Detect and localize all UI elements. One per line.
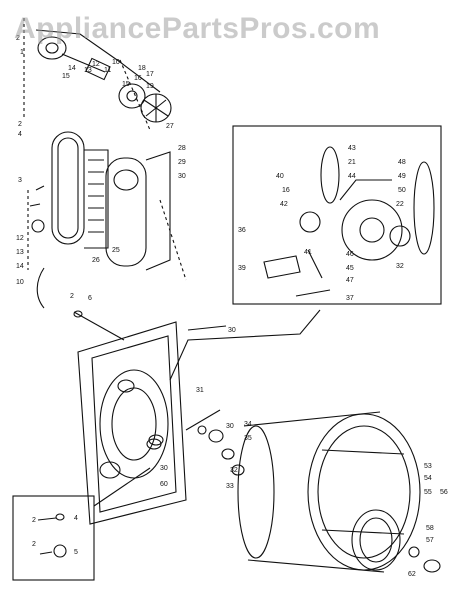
part-label: 36 <box>238 227 246 234</box>
part-label: 11 <box>104 67 111 74</box>
part-label: 16 <box>282 187 290 194</box>
inset-idler-group <box>263 146 435 297</box>
part-labels: 2 1 15 14 13 12 11 10 15 16 17 18 19 27 … <box>16 35 448 578</box>
leader-lines <box>23 18 187 281</box>
part-label: 2 <box>32 541 36 548</box>
part-label: 18 <box>138 65 146 72</box>
part-label: 30 <box>226 423 234 430</box>
inset-frame <box>232 125 442 305</box>
part-label: 14 <box>16 263 24 270</box>
lower-inset-leader <box>93 467 151 507</box>
part-label: 1 <box>20 49 24 56</box>
part-label: 30 <box>178 173 186 180</box>
part-label: 13 <box>84 67 92 74</box>
part-label: 22 <box>396 201 404 208</box>
part-label: 2 <box>32 517 36 524</box>
part-label: 12 <box>16 235 24 242</box>
part-label: 3 <box>18 177 22 184</box>
part-label: 28 <box>178 145 186 152</box>
bolt-part <box>73 310 125 341</box>
part-label: 32 <box>396 263 404 270</box>
part-label: 42 <box>280 201 288 208</box>
part-label: 62 <box>408 571 416 578</box>
part-label: 45 <box>346 265 354 272</box>
part-label: 15 <box>62 73 70 80</box>
part-label: 2 <box>18 121 22 128</box>
part-label: 29 <box>178 159 186 166</box>
part-label: 33 <box>226 483 234 490</box>
inset-leader-line <box>169 309 321 381</box>
part-label: 46 <box>346 251 354 258</box>
part-label: 41 <box>304 249 312 256</box>
part-label: 10 <box>16 279 24 286</box>
part-label: 6 <box>88 295 92 302</box>
part-label: 4 <box>74 515 78 522</box>
part-label: 21 <box>348 159 356 166</box>
lower-inset-frame <box>12 495 95 581</box>
part-label: 50 <box>398 187 406 194</box>
part-label: 53 <box>424 463 432 470</box>
part-label: 5 <box>74 549 78 556</box>
part-label: 10 <box>112 59 120 66</box>
part-label: 47 <box>346 277 354 284</box>
part-label: 55 <box>424 489 432 496</box>
part-label: 49 <box>398 173 406 180</box>
part-label: 35 <box>244 435 252 442</box>
part-label: 40 <box>276 173 284 180</box>
part-label: 15 <box>122 81 130 88</box>
screw-part <box>187 325 227 331</box>
part-label: 27 <box>166 123 174 130</box>
drum-leader <box>185 409 221 431</box>
part-label: 2 <box>16 35 20 42</box>
front-panel <box>77 321 187 525</box>
blower-wheel <box>140 93 172 123</box>
part-label: 26 <box>92 257 100 264</box>
lint-duct-assembly <box>29 131 171 309</box>
part-label: 16 <box>134 75 142 82</box>
part-label: 44 <box>348 173 356 180</box>
part-label: 2 <box>70 293 74 300</box>
part-label: 19 <box>146 83 154 90</box>
part-label: 30 <box>228 327 236 334</box>
part-label: 25 <box>112 247 120 254</box>
part-label: 37 <box>346 295 354 302</box>
part-label: 17 <box>146 71 154 78</box>
part-label: 12 <box>92 61 100 68</box>
part-label: 48 <box>398 159 406 166</box>
lower-inset-parts <box>37 513 67 558</box>
part-label: 34 <box>244 421 252 428</box>
part-label: 43 <box>348 145 356 152</box>
part-label: 56 <box>440 489 448 496</box>
part-label: 60 <box>160 481 168 488</box>
part-label: 31 <box>196 387 204 394</box>
drum-assembly <box>146 411 441 573</box>
part-label: 4 <box>18 131 22 138</box>
part-label: 32 <box>230 467 238 474</box>
part-label: 57 <box>426 537 434 544</box>
motor-fan-group <box>35 29 172 123</box>
part-label: 58 <box>426 525 434 532</box>
part-label: 30 <box>160 465 168 472</box>
part-label: 39 <box>238 265 246 272</box>
part-label: 14 <box>68 65 76 72</box>
part-label: 54 <box>424 475 432 482</box>
part-label: 13 <box>16 249 24 256</box>
